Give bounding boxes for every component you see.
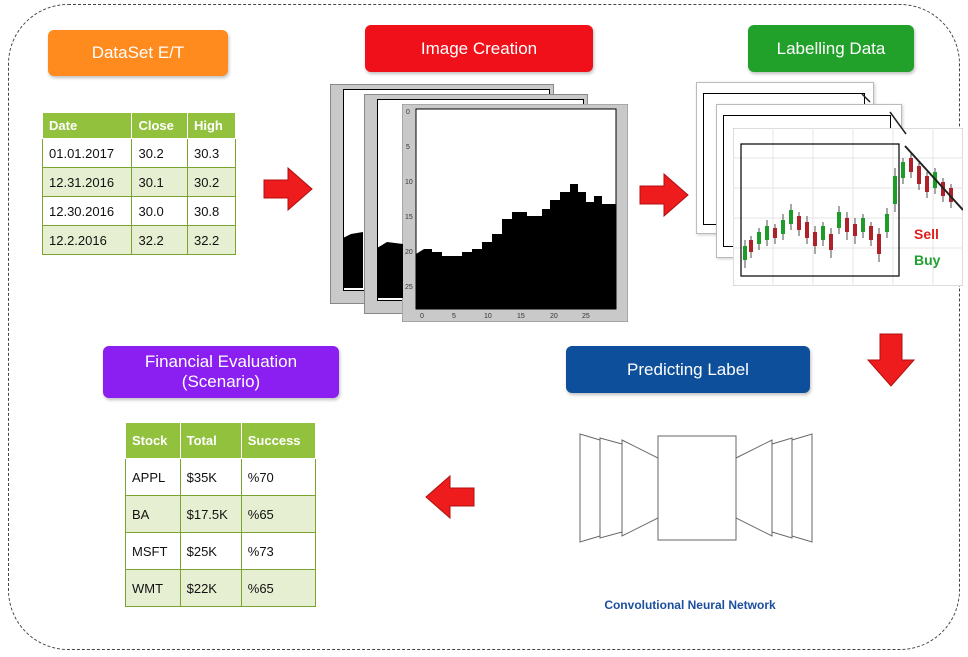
y-tick: 20 — [405, 249, 413, 256]
cnn-diagram — [579, 433, 813, 543]
table-cell: BA — [125, 495, 181, 533]
evaluation-header-total: Total — [179, 422, 242, 459]
y-tick: 5 — [406, 144, 410, 151]
x-tick: 15 — [517, 313, 525, 320]
table-cell: 32.2 — [131, 225, 188, 255]
table-cell: 30.0 — [131, 196, 188, 226]
table-cell: $17.5K — [179, 495, 242, 533]
table-row: 01.01.2017 30.2 30.3 — [41, 138, 237, 168]
table-row: MSFT $25K %73 — [125, 532, 317, 570]
table-row: BA $17.5K %65 — [125, 495, 317, 533]
dataset-header-date: Date — [41, 112, 133, 139]
label-chart-front — [733, 128, 963, 286]
y-tick: 15 — [405, 214, 413, 221]
generated-image-middle-shape — [377, 242, 403, 298]
table-cell: WMT — [125, 569, 181, 607]
y-tick: 10 — [405, 179, 413, 186]
trend-lines — [861, 93, 907, 135]
table-row: 12.2.2016 32.2 32.2 — [41, 225, 237, 255]
x-tick: 10 — [484, 313, 492, 320]
y-tick: 25 — [405, 284, 413, 291]
table-cell: APPL — [125, 458, 181, 496]
sell-label: Sell — [914, 226, 939, 242]
dataset-header-close: Close — [131, 112, 188, 139]
stage-image-creation-label: Image Creation — [420, 38, 538, 58]
evaluation-header-success: Success — [240, 422, 317, 459]
table-cell: 12.2.2016 — [41, 225, 133, 255]
stage-predicting: Predicting Label — [566, 346, 810, 393]
stage-image-creation: Image Creation — [365, 25, 593, 72]
stage-financial-line2: (Scenario) — [181, 372, 261, 391]
stage-labelling: Labelling Data — [748, 25, 914, 72]
table-cell: MSFT — [125, 532, 181, 570]
table-cell: 30.8 — [186, 196, 237, 226]
table-cell: 30.3 — [186, 138, 237, 168]
evaluation-table: Stock Total Success APPL $35K %70 BA $17… — [125, 422, 317, 607]
table-cell: 30.1 — [131, 167, 188, 197]
arrow-right-icon — [639, 172, 689, 218]
y-tick: 0 — [406, 109, 410, 116]
buy-label: Buy — [914, 252, 941, 268]
image-x-ticks: 0 5 10 15 20 25 — [420, 313, 590, 320]
dataset-table: Date Close High 01.01.2017 30.2 30.3 12.… — [41, 112, 237, 255]
table-cell: %73 — [240, 532, 317, 570]
diagram-frame — [8, 4, 960, 650]
table-cell: $22K — [179, 569, 242, 607]
table-row: 12.30.2016 30.0 30.8 — [41, 196, 237, 226]
table-row: WMT $22K %65 — [125, 569, 317, 607]
evaluation-header-stock: Stock — [125, 422, 181, 459]
table-cell: $35K — [179, 458, 242, 496]
cnn-caption: Convolutional Neural Network — [604, 598, 776, 612]
arrow-left-icon — [425, 474, 475, 520]
stage-financial: Financial Evaluation (Scenario) — [103, 346, 339, 398]
table-cell: %65 — [240, 495, 317, 533]
table-cell: $25K — [179, 532, 242, 570]
table-cell: 12.31.2016 — [41, 167, 133, 197]
table-row: APPL $35K %70 — [125, 458, 317, 496]
arrow-right-icon — [263, 166, 313, 212]
x-tick: 0 — [420, 313, 424, 320]
stage-labelling-label: Labelling Data — [776, 38, 886, 58]
table-cell: 01.01.2017 — [41, 138, 133, 168]
x-tick: 20 — [550, 313, 558, 320]
table-cell: %70 — [240, 458, 317, 496]
table-cell: %65 — [240, 569, 317, 607]
x-tick: 5 — [452, 313, 456, 320]
dataset-header-high: High — [186, 112, 237, 139]
table-cell: 12.30.2016 — [41, 196, 133, 226]
table-cell: 32.2 — [186, 225, 237, 255]
stage-dataset-label: DataSet E/T — [91, 43, 185, 63]
generated-image-front: 0 5 10 15 20 25 0 5 10 15 20 25 — [402, 104, 628, 322]
image-y-ticks: 0 5 10 15 20 25 — [405, 109, 413, 291]
table-cell: 30.2 — [186, 167, 237, 197]
stage-dataset: DataSet E/T — [48, 30, 228, 76]
table-cell: 30.2 — [131, 138, 188, 168]
stage-financial-line1: Financial Evaluation — [144, 352, 298, 372]
table-row: 12.31.2016 30.1 30.2 — [41, 167, 237, 197]
arrow-down-icon — [866, 333, 916, 387]
x-tick: 25 — [582, 313, 590, 320]
stage-predicting-label: Predicting Label — [627, 359, 749, 379]
generated-image-back-shape — [343, 232, 363, 288]
